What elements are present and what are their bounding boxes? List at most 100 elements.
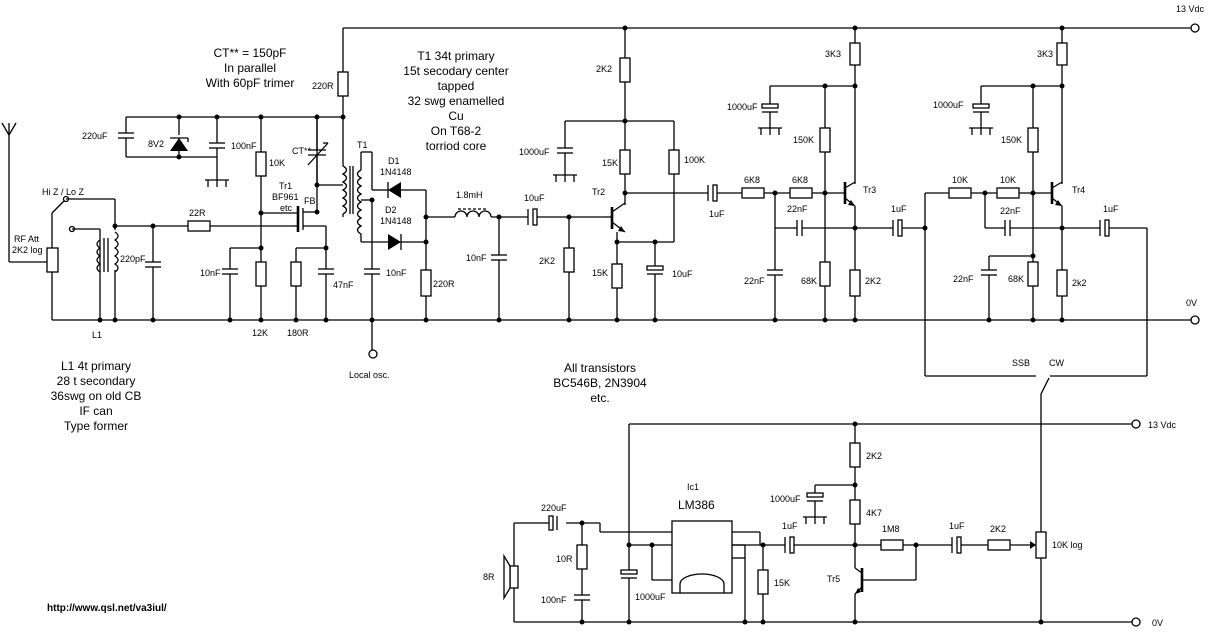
transistor-icon — [843, 181, 856, 207]
label-3k3-b: 3K3 — [1037, 49, 1053, 59]
label-8v2: 8V2 — [148, 139, 164, 149]
ssb-cw-switch — [1040, 377, 1050, 395]
resistor-100k — [668, 149, 680, 175]
top-rails — [52, 23, 1200, 325]
transistor-note-2: BC546B, 2N3904 — [553, 376, 647, 390]
label-1000uf-af: 1000uF — [770, 494, 801, 504]
label-lm386: LM386 — [678, 498, 715, 512]
tr3-stage — [741, 25, 925, 323]
label-10r: 10R — [556, 554, 573, 564]
lm386-ic — [671, 520, 733, 594]
label-10k-b: 10K — [1000, 175, 1016, 185]
l1-note-2: 28 t secondary — [57, 374, 136, 388]
label-6k8-b: 6K8 — [792, 175, 808, 185]
ground-icon — [205, 179, 229, 187]
label-100nf-top: 100nF — [231, 141, 257, 151]
label-15k-b: 15K — [592, 268, 608, 278]
ct-note-2: In parallel — [224, 61, 276, 75]
label-0v-top: 0V — [1186, 298, 1197, 308]
label-1uf-c: 1uF — [1103, 204, 1119, 214]
resistor-22r — [187, 220, 211, 232]
resistor-15k-a — [619, 149, 631, 175]
speaker-icon — [503, 553, 519, 601]
t1-note-2: 15t secodary center — [403, 64, 508, 78]
antenna-icon — [1, 122, 17, 230]
label-100nf-out: 100nF — [541, 595, 567, 605]
t1-note-4: 32 swg enamelled — [408, 94, 505, 108]
label-d1-type: 1N4148 — [380, 167, 412, 177]
label-1000uf-ic: 1000uF — [635, 592, 666, 602]
label-rfatt-1: RF Att — [14, 234, 40, 244]
resistor-150k-b — [1027, 127, 1039, 153]
label-l1: L1 — [92, 330, 102, 340]
label-tr1: Tr1 — [279, 181, 292, 191]
label-68k-a: 68K — [801, 276, 817, 286]
ground-icon — [969, 127, 993, 135]
diode-icon — [387, 182, 401, 198]
tr2-stage — [553, 25, 742, 323]
label-180r: 180R — [287, 328, 309, 338]
label-1000uf-tr3: 1000uF — [727, 102, 758, 112]
resistor-10r — [576, 544, 588, 570]
input-section — [1, 122, 292, 323]
transistor-icon — [605, 202, 626, 233]
label-tr2: Tr2 — [592, 187, 605, 197]
zener-icon — [170, 117, 189, 157]
resistor-220r-bottom — [420, 269, 432, 297]
label-68k-b: 68K — [1008, 274, 1024, 284]
label-1000uf-tr2: 1000uF — [519, 147, 550, 157]
text-labels: CT** = 150pF In parallel With 60pF trime… — [12, 4, 1205, 628]
label-220pf: 220pF — [120, 254, 146, 264]
transistor-note-3: etc. — [590, 391, 609, 405]
label-22r: 22R — [189, 208, 206, 218]
ground-icon — [758, 127, 782, 135]
label-10k-log: 10K log — [1052, 540, 1083, 550]
label-2k2-tr2: 2K2 — [596, 64, 612, 74]
resistor-150k-a — [819, 127, 831, 153]
label-3k3-a: 3K3 — [825, 49, 841, 59]
label-13vdc-bottom: 13 Vdc — [1148, 420, 1177, 430]
resistor-2k2-af — [849, 442, 861, 468]
audio-amp-section — [503, 419, 1141, 627]
label-1uf-d: 1uF — [782, 521, 798, 531]
ground-icon — [553, 174, 577, 182]
label-etc: etc — [280, 203, 293, 213]
transistor-icon — [854, 567, 864, 595]
volume-potentiometer — [1035, 531, 1047, 559]
l1-note-1: L1 4t primary — [61, 359, 131, 373]
label-22nf-b: 22nF — [744, 276, 765, 286]
tr4-stage — [922, 25, 1148, 532]
label-ctstar: CT** — [292, 146, 311, 156]
label-22nf-a: 22nF — [787, 204, 808, 214]
transistor-note-1: All transistors — [564, 361, 636, 375]
label-100k: 100K — [684, 155, 705, 165]
label-ssb: SSB — [1012, 358, 1030, 368]
resistor-2k2-a — [563, 247, 575, 273]
l1-note-4: IF can — [79, 404, 112, 418]
gnd-terminal-bottom — [1131, 617, 1141, 627]
label-2k2-af: 2K2 — [866, 451, 882, 461]
label-1-8mh: 1.8mH — [456, 190, 483, 200]
resistor-180r — [290, 261, 302, 287]
resistor-10k-bias — [255, 151, 267, 177]
mixer-section — [222, 117, 343, 323]
label-15k-c: 15K — [774, 578, 790, 588]
ct-note-3: With 60pF trimer — [206, 76, 295, 90]
label-tr4: Tr4 — [1072, 185, 1085, 195]
resistor-10k-a — [948, 187, 972, 199]
label-2k2-a: 2K2 — [539, 256, 555, 266]
l1-note-5: Type former — [64, 419, 128, 433]
label-1m8: 1M8 — [882, 524, 900, 534]
label-4k7: 4K7 — [866, 508, 882, 518]
label-1000uf-tr4: 1000uF — [933, 100, 964, 110]
resistor-6k8-a — [741, 187, 765, 199]
label-1uf-a: 1uF — [709, 209, 725, 219]
label-220r-bottom: 220R — [433, 279, 455, 289]
resistor-220r-top — [337, 71, 349, 97]
local-osc-terminal — [368, 349, 378, 359]
label-d2-type: 1N4148 — [380, 216, 412, 226]
ct-note-1: CT** = 150pF — [213, 46, 286, 60]
label-8r: 8R — [483, 572, 495, 582]
vcc-terminal-top — [1190, 23, 1200, 33]
